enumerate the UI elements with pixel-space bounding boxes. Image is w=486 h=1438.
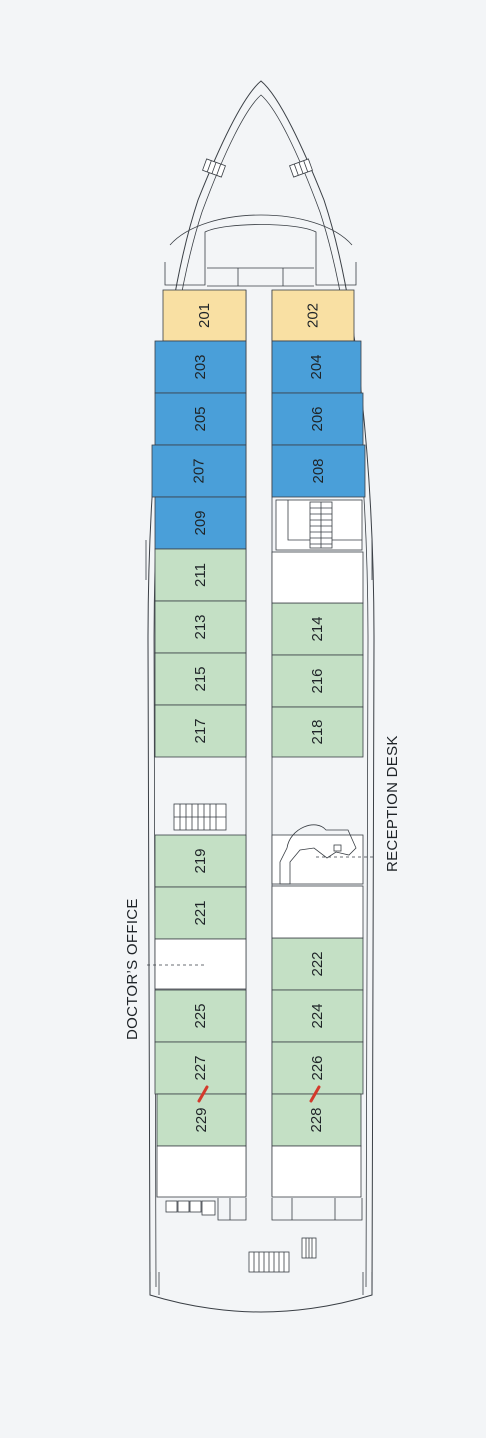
cabin-214-label: 214 [309,616,326,641]
forward-stair-icon [275,499,363,551]
bow-deck-inner [164,224,357,286]
cabin-217[interactable] [154,704,247,758]
port-hawse-icon [202,158,226,178]
starboard-hawse-icon [289,158,313,178]
cabin-225-label: 225 [192,1003,209,1028]
cabin-205-label: 205 [192,406,209,431]
cabin-218[interactable] [271,706,364,758]
reception-desk-label: RECEPTION DESK [384,735,401,872]
cabin-208[interactable] [271,444,366,498]
cabin-221-label: 221 [192,900,209,925]
bow-bulkhead [207,267,314,287]
cabin-229-label: 229 [193,1107,210,1132]
accessible-marker-227-229 [197,1085,209,1103]
cabin-213-label: 213 [192,614,209,639]
cabin-222-label: 222 [309,951,326,976]
cabin-205[interactable] [154,392,247,446]
cabin-203[interactable] [154,340,247,394]
cabin-layer: 201 202 203 204 205 206 207 208 209 211 213 214 215 2… [151,289,366,1147]
cabin-216-label: 216 [309,668,326,693]
cabin-211[interactable] [154,548,247,602]
cabin-208-label: 208 [310,458,327,483]
cabin-226-label: 226 [309,1055,326,1080]
doctors-office [154,938,247,990]
cabin-206[interactable] [271,392,364,446]
cabin-216[interactable] [271,654,364,708]
cabin-214[interactable] [271,602,364,656]
cabin-204[interactable] [271,340,362,394]
doctors-office-label: DOCTOR’S OFFICE [124,898,141,1040]
reception-area [271,824,364,885]
midship-stair-icon [173,803,227,831]
cabin-228[interactable] [271,1093,362,1147]
cabin-217-label: 217 [192,718,209,743]
cabin-201[interactable] [162,289,247,342]
cabin-204-label: 204 [308,354,325,379]
cabin-222[interactable] [271,937,364,991]
cabin-219-label: 219 [192,848,209,873]
cabin-218-label: 218 [309,719,326,744]
cabin-227-label: 227 [192,1055,209,1080]
cabin-225[interactable] [154,989,247,1043]
cabin-209-label: 209 [192,510,209,535]
aft-vent-icon [301,1237,317,1259]
cabin-206-label: 206 [309,406,326,431]
cabin-227[interactable] [154,1041,247,1095]
cabin-201-label: 201 [196,303,213,328]
accessible-marker-226-228 [309,1085,321,1103]
cabin-207-label: 207 [191,458,208,483]
cabin-215-label: 215 [192,666,209,691]
cabin-219[interactable] [154,834,247,888]
cabin-202[interactable] [271,289,355,342]
bow-deck-arc [169,214,353,246]
cabin-226[interactable] [271,1041,364,1095]
cabin-202-label: 202 [305,303,322,328]
cabin-228-label: 228 [308,1107,325,1132]
aft-bulkhead [217,1198,363,1221]
cabin-224[interactable] [271,989,364,1043]
port-aft-bay [156,1145,247,1198]
aft-lockers-icon [165,1200,216,1216]
cabin-211-label: 211 [192,563,209,587]
cabin-203-label: 203 [192,354,209,379]
central-corridor [245,290,273,1196]
cabin-224-label: 224 [309,1003,326,1028]
starboard-service-bay-2 [271,885,364,939]
side-rails [145,540,373,1295]
cabin-215[interactable] [154,652,247,706]
cabin-209[interactable] [154,496,247,550]
starboard-aft-bay [271,1145,362,1198]
gangway-icon [248,1251,290,1273]
starboard-service-bay [271,551,364,604]
cabin-221[interactable] [154,886,247,940]
cabin-213[interactable] [154,600,247,654]
